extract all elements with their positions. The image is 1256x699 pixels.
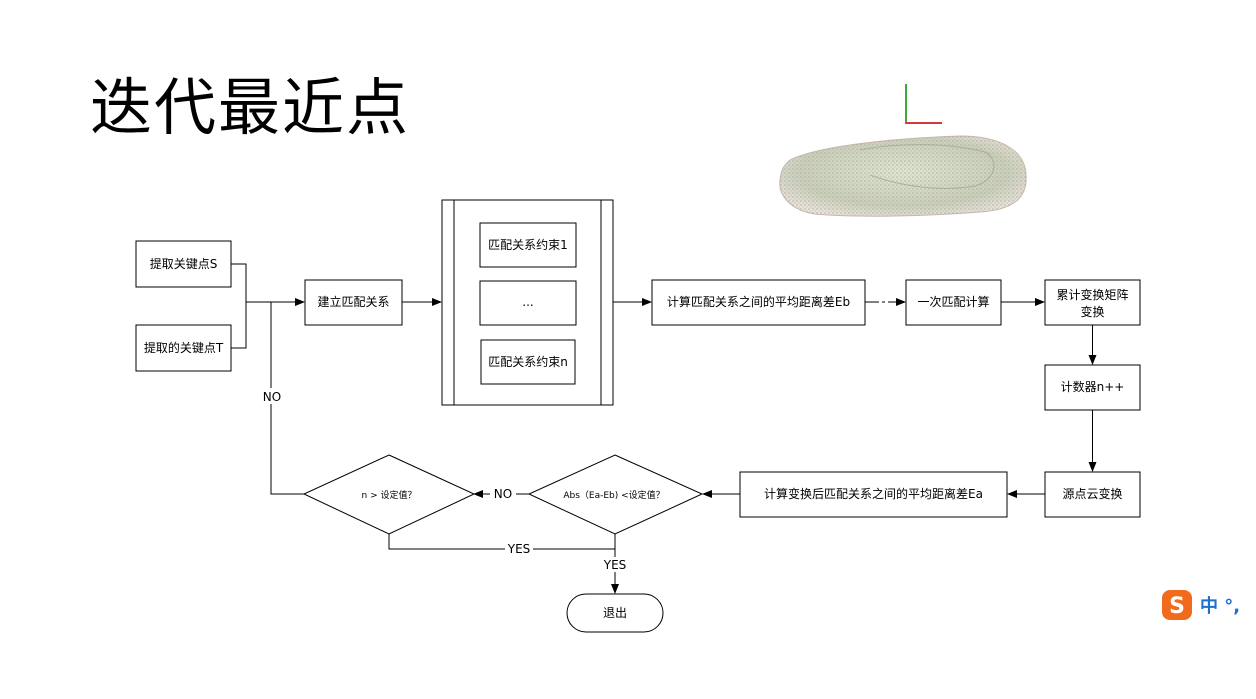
constraint-1-label: 匹配关系约束1 [488, 237, 568, 252]
ime-toolbar[interactable]: S 中 °, [1160, 588, 1256, 622]
slide-title: 迭代最近点 [90, 71, 411, 144]
constraint-mid-box [479, 280, 577, 326]
point-cloud-image [779, 84, 1027, 217]
calc-eb-box [651, 279, 866, 326]
constraint-1-box [479, 222, 577, 268]
build-match-label: 建立匹配关系 [317, 294, 389, 309]
yes-n-connector [388, 534, 615, 550]
no-label-abs: NO [494, 487, 512, 501]
calc-ea-box [739, 471, 1008, 518]
one-match-box [905, 279, 1002, 326]
constraint-mid-label: ... [522, 295, 533, 309]
loop-no-connector [270, 302, 304, 495]
decision-n-label: n > 设定值？ [362, 489, 417, 501]
ime-mode-text: 中 °, [1200, 595, 1240, 617]
source-transform-box [1044, 471, 1141, 518]
accum-label-line2: 变换 [1080, 304, 1104, 319]
one-match-label: 一次匹配计算 [917, 294, 989, 309]
ime-logo-bg [1162, 590, 1192, 620]
connector-t [231, 302, 247, 349]
accum-box [1044, 279, 1141, 326]
constraint-n-label: 匹配关系约束n [488, 354, 568, 369]
extract-t-label: 提取的关键点T [144, 340, 224, 355]
decision-abs-label: Abs（Ea-Eb) <设定值？ [563, 489, 664, 501]
counter-box [1044, 364, 1141, 411]
extract-s-label: 提取关键点S [150, 256, 218, 271]
accum-label-line1: 累计变换矩阵 [1056, 287, 1128, 302]
calc-eb-label: 计算匹配关系之间的平均距离差Eb [667, 294, 850, 309]
no-label-loop: NO [263, 390, 281, 404]
counter-label: 计数器n++ [1061, 379, 1125, 394]
calc-ea-label: 计算变换后匹配关系之间的平均距离差Ea [764, 486, 983, 501]
yes-label-abs: YES [603, 558, 627, 572]
ime-logo-icon: S [1169, 594, 1185, 619]
constraint-n-box [480, 339, 576, 385]
exit-terminal [566, 593, 664, 633]
exit-label: 退出 [603, 606, 627, 620]
extract-t-box [135, 324, 232, 372]
source-transform-label: 源点云变换 [1062, 486, 1122, 501]
connector-s [231, 263, 247, 302]
build-match-box [304, 279, 403, 326]
yes-label-n: YES [507, 542, 531, 556]
